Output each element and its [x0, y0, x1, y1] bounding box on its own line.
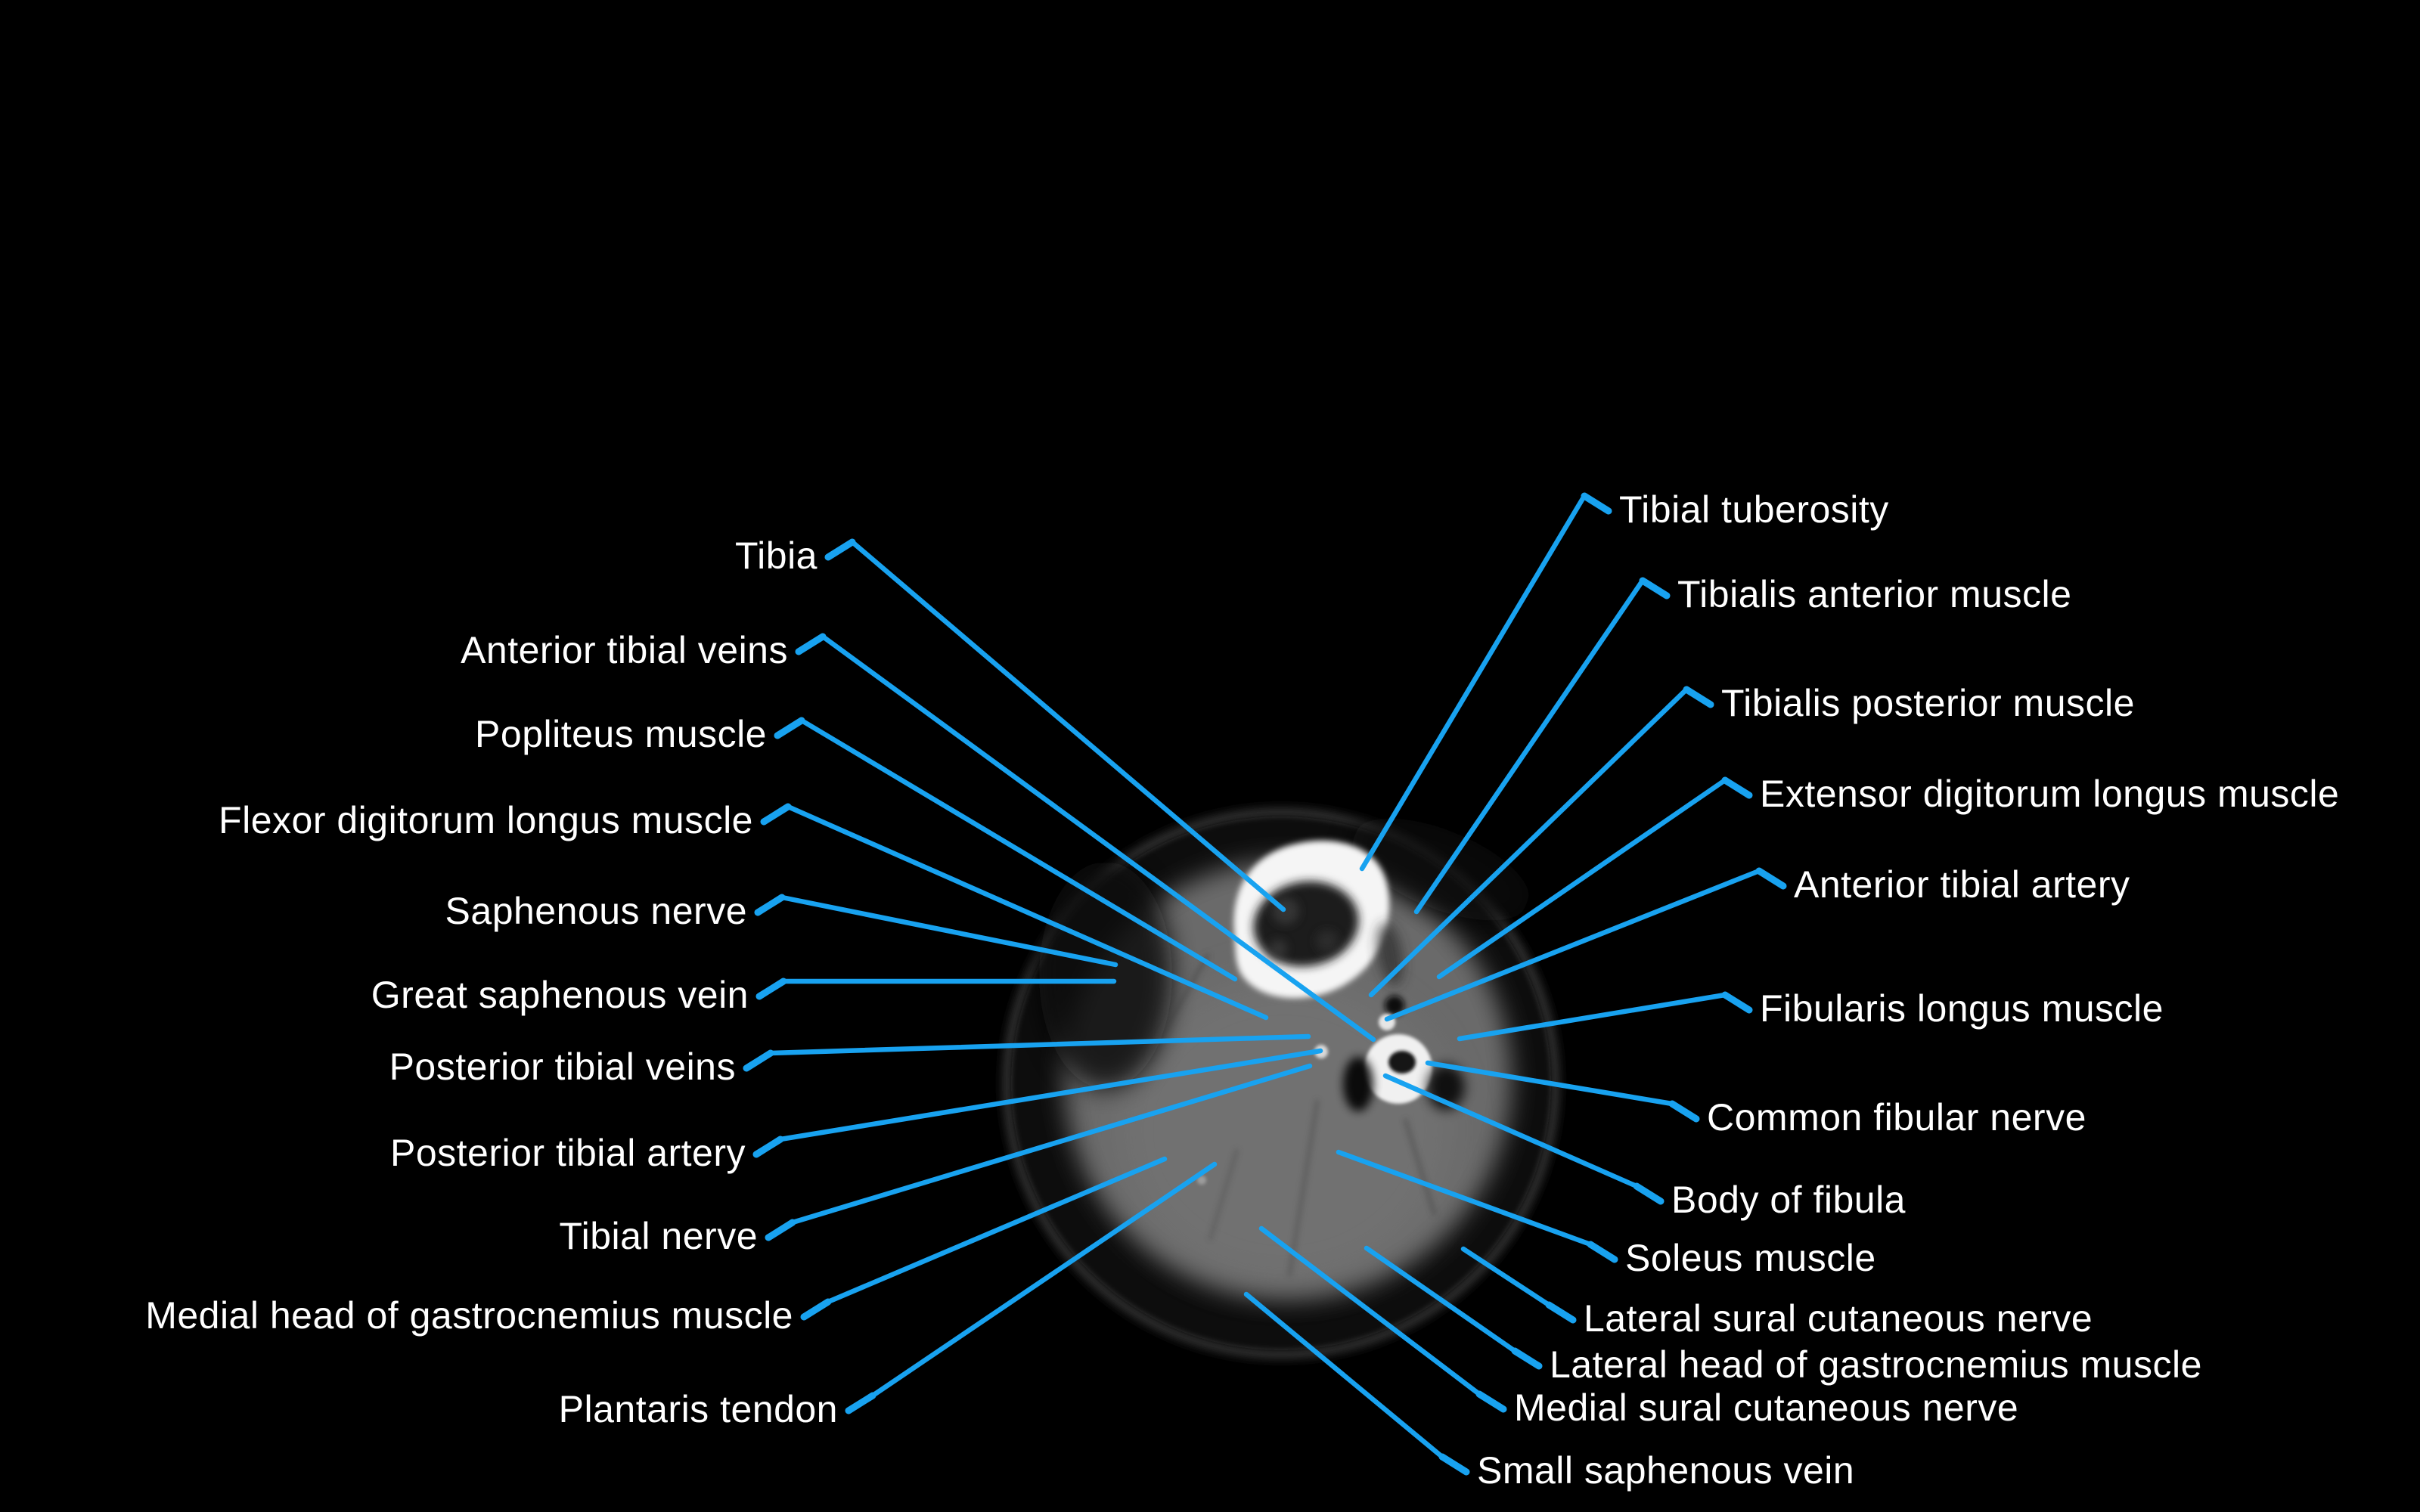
ct-fascia-streak: [1208, 1148, 1239, 1241]
anatomy-label-posterior-tibial-veins: Posterior tibial veins: [389, 1046, 736, 1088]
leader-line: [820, 634, 1376, 1043]
leader-line: [799, 717, 1238, 982]
leader-line: [1359, 493, 1587, 872]
leader-line: [1639, 577, 1671, 600]
leader-line: [1668, 1100, 1700, 1123]
anatomy-label-lateral-head-of-gastrocnemius-muscle: Lateral head of gastrocnemius muscle: [1550, 1343, 2202, 1386]
ct-vessel-dark-spot: [1385, 996, 1404, 1015]
leader-line: [774, 717, 805, 739]
ct-anterolateral-fat: [1351, 818, 1530, 921]
leader-line: [1587, 1241, 1618, 1263]
leader-line: [1633, 1182, 1665, 1205]
anatomy-label-popliteus-muscle: Popliteus muscle: [475, 713, 767, 755]
leader-line: [752, 1136, 784, 1158]
anatomy-label-lateral-sural-cutaneous-nerve: Lateral sural cutaneous nerve: [1584, 1297, 2093, 1340]
leader-line: [1425, 1060, 1675, 1107]
anatomy-label-great-saphenous-vein: Great saphenous vein: [371, 974, 749, 1016]
ct-fibula-marrow: [1388, 1051, 1416, 1074]
leader-line: [1683, 686, 1714, 708]
leader-line: [1336, 1149, 1593, 1247]
leader-line: [1382, 1073, 1640, 1189]
leader-line: [765, 1219, 796, 1241]
anatomy-label-common-fibular-nerve: Common fibular nerve: [1707, 1096, 2086, 1139]
leader-line: [870, 1161, 1218, 1399]
anatomy-label-saphenous-nerve: Saphenous nerve: [445, 890, 747, 932]
leader-line: [1755, 867, 1787, 890]
ct-medial-fat: [1039, 862, 1172, 1089]
leader-line: [800, 1298, 832, 1321]
leader-line: [1457, 992, 1728, 1042]
leader-line: [1721, 776, 1753, 799]
leader-line: [1364, 1245, 1518, 1354]
anatomy-label-tibial-tuberosity: Tibial tuberosity: [1619, 488, 1889, 531]
anatomy-label-small-saphenous-vein: Small saphenous vein: [1477, 1449, 1854, 1492]
leader-line: [1545, 1301, 1577, 1324]
ct-fascia-streak: [1287, 1099, 1320, 1277]
ct-fibula-shadow: [1343, 1057, 1373, 1111]
leader-line: [790, 1063, 1313, 1225]
ct-marrow-mottle: [1316, 930, 1339, 953]
anatomy-label-tibialis-posterior-muscle: Tibialis posterior muscle: [1721, 682, 2135, 724]
leader-line: [825, 1156, 1168, 1305]
leader-line: [1475, 1390, 1507, 1413]
anatomy-label-anterior-tibial-veins: Anterior tibial veins: [461, 629, 788, 671]
ct-fascia-streak: [1403, 1118, 1437, 1216]
leader-line: [1243, 1291, 1445, 1460]
anatomy-label-flexor-digitorum-longus-muscle: Flexor digitorum longus muscle: [219, 799, 753, 841]
anatomy-label-extensor-digitorum-longus-muscle: Extensor digitorum longus muscle: [1760, 773, 2339, 815]
leader-lines: [743, 492, 1787, 1476]
anatomy-label-body-of-fibula: Body of fibula: [1671, 1179, 1906, 1221]
anatomy-label-tibial-nerve: Tibial nerve: [559, 1215, 758, 1257]
ct-scan: [1002, 807, 1560, 1359]
leader-line: [1413, 578, 1646, 915]
leader-line: [1436, 777, 1728, 980]
leader-line: [1581, 492, 1612, 515]
ct-marrow-mottle: [1269, 940, 1287, 958]
leader-line: [779, 894, 1118, 968]
leader-line: [768, 1033, 1311, 1056]
leader-line: [1384, 868, 1762, 1022]
anatomy-label-soleus-muscle: Soleus muscle: [1625, 1237, 1876, 1279]
anatomy-label-posterior-tibial-artery: Posterior tibial artery: [390, 1132, 746, 1174]
anatomy-label-medial-head-of-gastrocnemius-muscle: Medial head of gastrocnemius muscle: [145, 1294, 793, 1337]
leader-line: [1460, 1246, 1552, 1308]
leader-line: [849, 539, 1286, 912]
leader-line: [777, 1048, 1323, 1142]
leader-line: [754, 894, 786, 916]
leader-line: [1258, 1225, 1482, 1397]
leader-line: [824, 538, 856, 561]
leader-line: [1438, 1453, 1470, 1476]
leader-line: [755, 978, 787, 1000]
leader-line: [1368, 686, 1689, 998]
anatomy-label-fibularis-longus-muscle: Fibularis longus muscle: [1760, 987, 2164, 1030]
anatomy-label-plantaris-tendon: Plantaris tendon: [559, 1388, 838, 1430]
leader-line: [1511, 1347, 1543, 1370]
leader-line: [845, 1392, 876, 1414]
leader-line: [760, 803, 792, 826]
anatomy-label-anterior-tibial-artery: Anterior tibial artery: [1794, 863, 2130, 906]
ct-small-vessel-dot: [1197, 1176, 1206, 1185]
leader-line: [795, 633, 827, 655]
anatomy-label-tibialis-anterior-muscle: Tibialis anterior muscle: [1677, 573, 2071, 615]
leader-line: [785, 804, 1269, 1021]
anatomy-label-tibia: Tibia: [735, 534, 818, 577]
anatomy-label-medial-sural-cutaneous-nerve: Medial sural cutaneous nerve: [1514, 1387, 2018, 1429]
leader-line: [743, 1049, 774, 1072]
leader-line: [1721, 991, 1753, 1014]
